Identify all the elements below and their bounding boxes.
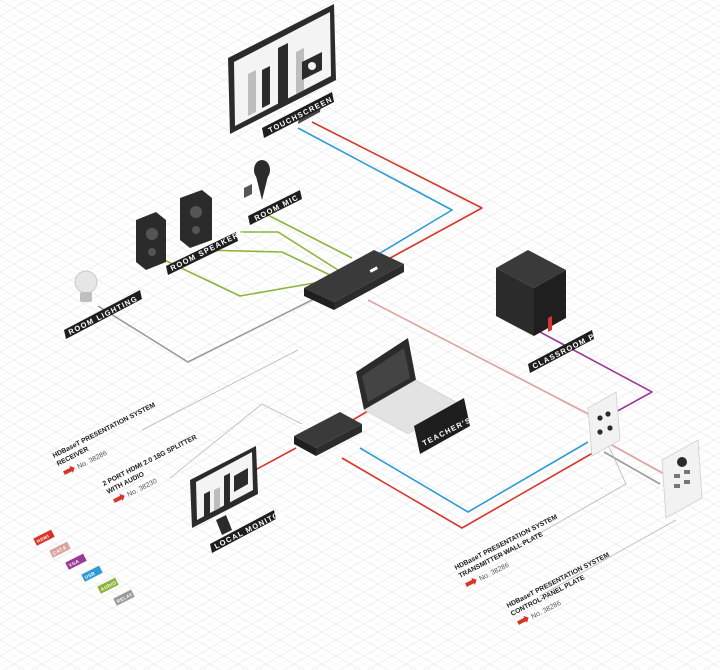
- legend-swatch: [49, 541, 71, 558]
- legend-item-cat-6: CAT.6: [49, 541, 71, 558]
- red-arrow-icon: [517, 615, 529, 625]
- cable-cat6-receiver: [367, 299, 601, 421]
- legend-swatch: [113, 589, 135, 606]
- cable-usb-touchscreen: [297, 127, 453, 259]
- cable-hdmi-splitter: [341, 449, 599, 529]
- cable-hdmi-touchscreen: [311, 121, 483, 269]
- legend-item-vga: VGA: [65, 553, 87, 570]
- control-panel-plate: [661, 439, 703, 519]
- legend-swatch: [33, 529, 55, 546]
- pointer-splitter: [169, 403, 303, 479]
- cable-audio-speaker-1: [240, 231, 339, 271]
- legend-label: VGA: [68, 558, 80, 568]
- teachers-laptop-device: [356, 338, 461, 435]
- red-arrow-icon: [113, 493, 125, 503]
- pointer-control: [539, 519, 677, 597]
- cable-usb-splitter: [359, 441, 589, 513]
- cable-audio-speaker-3: [159, 257, 321, 297]
- presentation-receiver: [304, 250, 404, 310]
- red-arrow-icon: [63, 465, 75, 475]
- room-mic-device: [244, 160, 270, 200]
- legend-swatch: [97, 577, 119, 594]
- hdmi-splitter: [294, 412, 362, 456]
- cables: [97, 121, 677, 597]
- room-lighting-device: [74, 270, 98, 302]
- cable-audio-speaker-2: [199, 249, 331, 276]
- cable-relay-lighting: [97, 295, 321, 363]
- legend-label: USB: [84, 570, 96, 580]
- legend-item-hdmi: HDMI: [33, 529, 55, 546]
- room-speakers-device: [136, 190, 212, 270]
- cable-audio-mic: [261, 211, 353, 259]
- cable-relay-control: [603, 451, 661, 485]
- cable-cat6-control: [609, 443, 669, 477]
- legend-label: CAT.6: [52, 545, 67, 556]
- local-monitor-device: [190, 446, 258, 535]
- pointer-wallplate: [499, 439, 627, 557]
- pointer-receiver: [141, 349, 299, 431]
- red-arrow-icon: [465, 577, 477, 587]
- legend-swatch: [81, 565, 103, 582]
- legend-item-usb: USB: [81, 565, 103, 582]
- transmitter-wall-plate: [587, 391, 621, 457]
- legend-swatch: [65, 553, 87, 570]
- legend-label: HDMI: [36, 533, 50, 544]
- classroom-pc-device: [496, 250, 566, 336]
- cable-vga-pc: [539, 331, 653, 415]
